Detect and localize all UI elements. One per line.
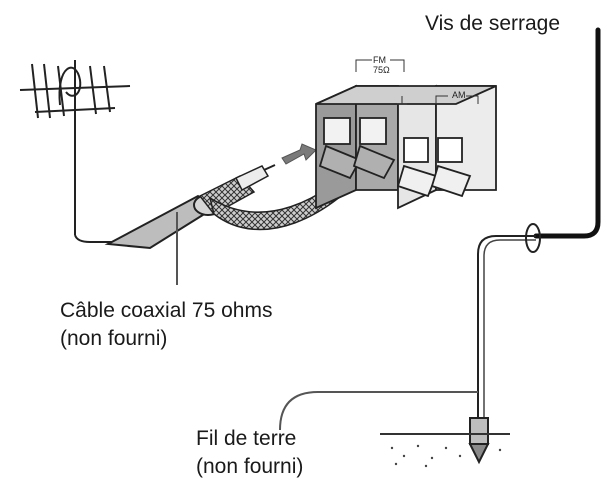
antenna-lead-wire: [74, 234, 130, 243]
clamp-screw-label: Vis de serrage: [425, 12, 561, 35]
ground-wire-insulated: [477, 235, 536, 418]
fm-label-line1: FM: [373, 55, 386, 65]
ground-wire-label-line1: Fil de terre: [196, 427, 297, 450]
ground-wire-leader-line: [279, 391, 478, 431]
ground-stake-icon: [468, 417, 490, 465]
ground-wire: [533, 27, 601, 239]
soil-dots: [390, 444, 502, 468]
clamp-screw-icon: [525, 223, 541, 253]
insert-arrow-icon: [281, 143, 317, 165]
terminal-block: [315, 84, 497, 210]
terminal-labels: FM 75Ω AM: [355, 55, 479, 105]
ground-wire-label-line2: (non fourni): [196, 455, 304, 478]
coax-cable-label-line2: (non fourni): [60, 327, 168, 350]
fm-label-line2: 75Ω: [373, 65, 390, 75]
am-label: AM: [452, 90, 466, 100]
coax-cable-label-line1: Câble coaxial 75 ohms: [60, 299, 273, 322]
antenna-icon: [19, 60, 131, 235]
